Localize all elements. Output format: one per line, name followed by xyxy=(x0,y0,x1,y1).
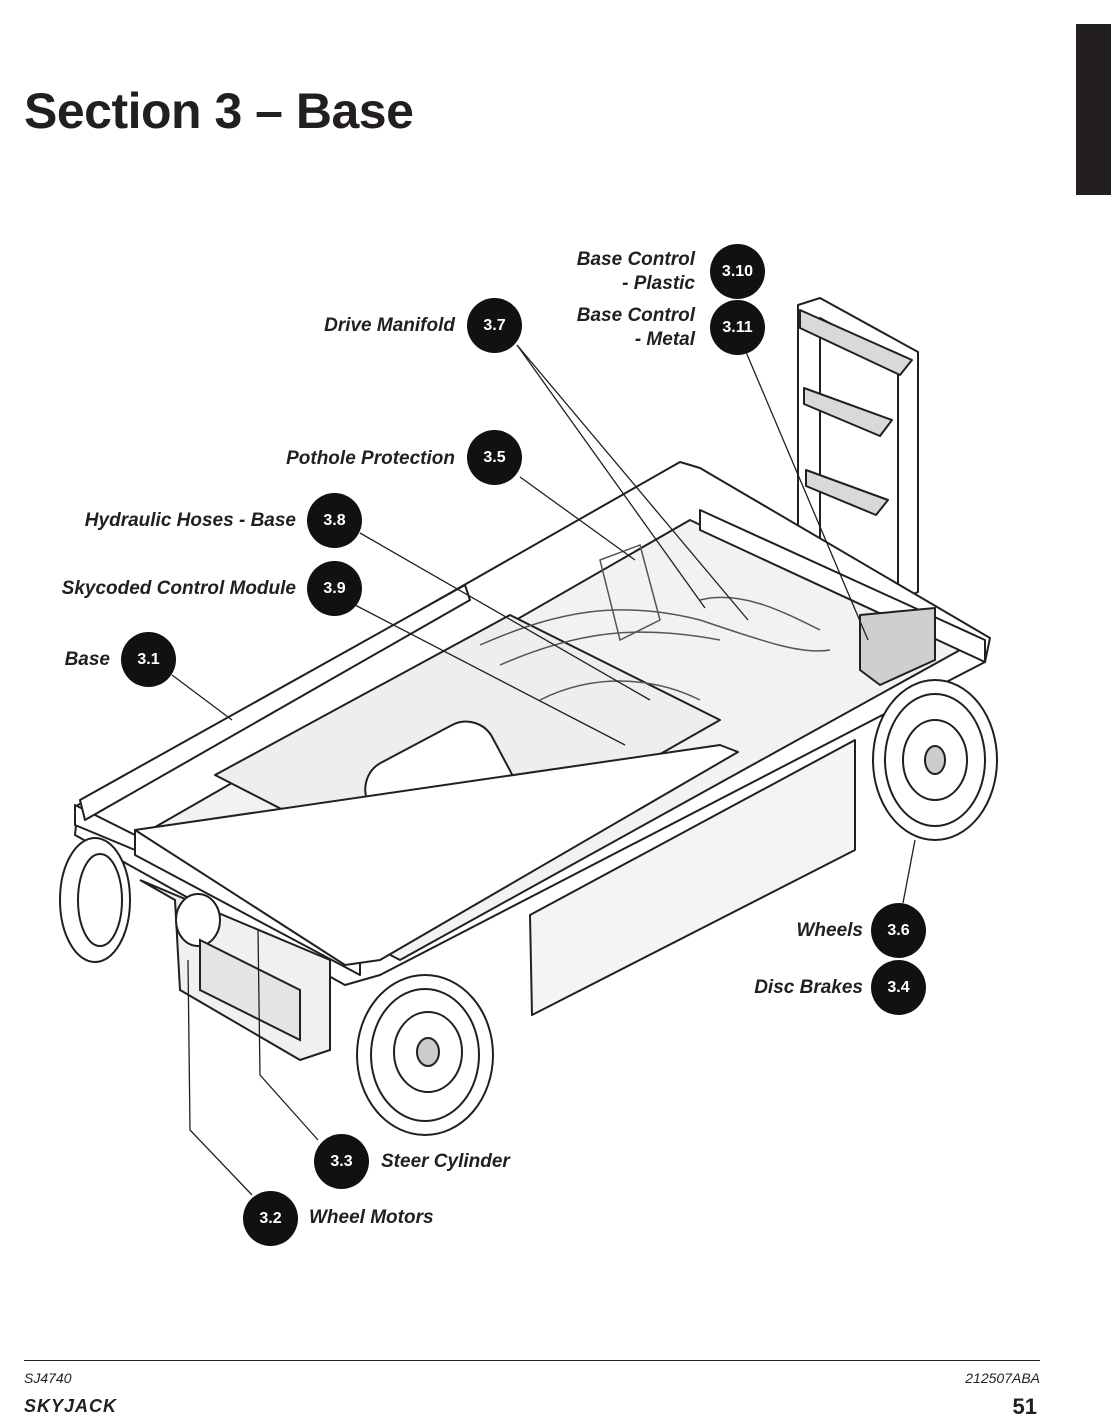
wheel-front-right xyxy=(356,974,494,1136)
callout-label-wheel-motors: Wheel Motors xyxy=(309,1207,434,1228)
callout-label-skycoded-control-module: Skycoded Control Module xyxy=(61,578,296,599)
skyjack-logo: SKYJACK xyxy=(24,1396,118,1416)
callout-badge-3-11: 3.11 xyxy=(710,300,765,355)
callout-badge-3-8: 3.8 xyxy=(307,493,362,548)
callout-badge-3-10: 3.10 xyxy=(710,244,765,299)
callout-label-steer-cylinder: Steer Cylinder xyxy=(381,1151,510,1172)
callout-badge-3-7: 3.7 xyxy=(467,298,522,353)
callout-badge-3-2: 3.2 xyxy=(243,1191,298,1246)
wheel-front-left xyxy=(59,837,131,963)
page-title: Section 3 – Base xyxy=(24,83,414,139)
footer-doc-number: 212507ABA xyxy=(965,1370,1040,1386)
callout-label-base-control-plastic: Base Control - Plastic xyxy=(576,249,695,294)
callout-badge-3-9: 3.9 xyxy=(307,561,362,616)
callout-label-pothole-protection: Pothole Protection xyxy=(286,448,455,469)
section-tab xyxy=(1076,24,1111,195)
page-number: 51 xyxy=(1012,1394,1037,1419)
callout-badge-3-1: 3.1 xyxy=(121,632,176,687)
callout-badge-3-5: 3.5 xyxy=(467,430,522,485)
callout-label-drive-manifold: Drive Manifold xyxy=(324,315,455,336)
callout-label-hydraulic-hoses-base: Hydraulic Hoses - Base xyxy=(84,510,296,531)
footer-model: SJ4740 xyxy=(24,1370,72,1386)
footer-divider xyxy=(24,1360,1040,1361)
callout-badge-3-4: 3.4 xyxy=(871,960,926,1015)
callout-badge-3-3: 3.3 xyxy=(314,1134,369,1189)
wheel-rear-right xyxy=(872,679,998,841)
callout-label-base-control-metal: Base Control - Metal xyxy=(576,305,695,350)
callout-label-base: Base xyxy=(64,649,110,670)
callout-badge-3-6: 3.6 xyxy=(871,903,926,958)
callout-label-wheels: Wheels xyxy=(796,920,863,941)
callout-label-disc-brakes: Disc Brakes xyxy=(754,977,863,998)
ladder xyxy=(797,297,919,601)
